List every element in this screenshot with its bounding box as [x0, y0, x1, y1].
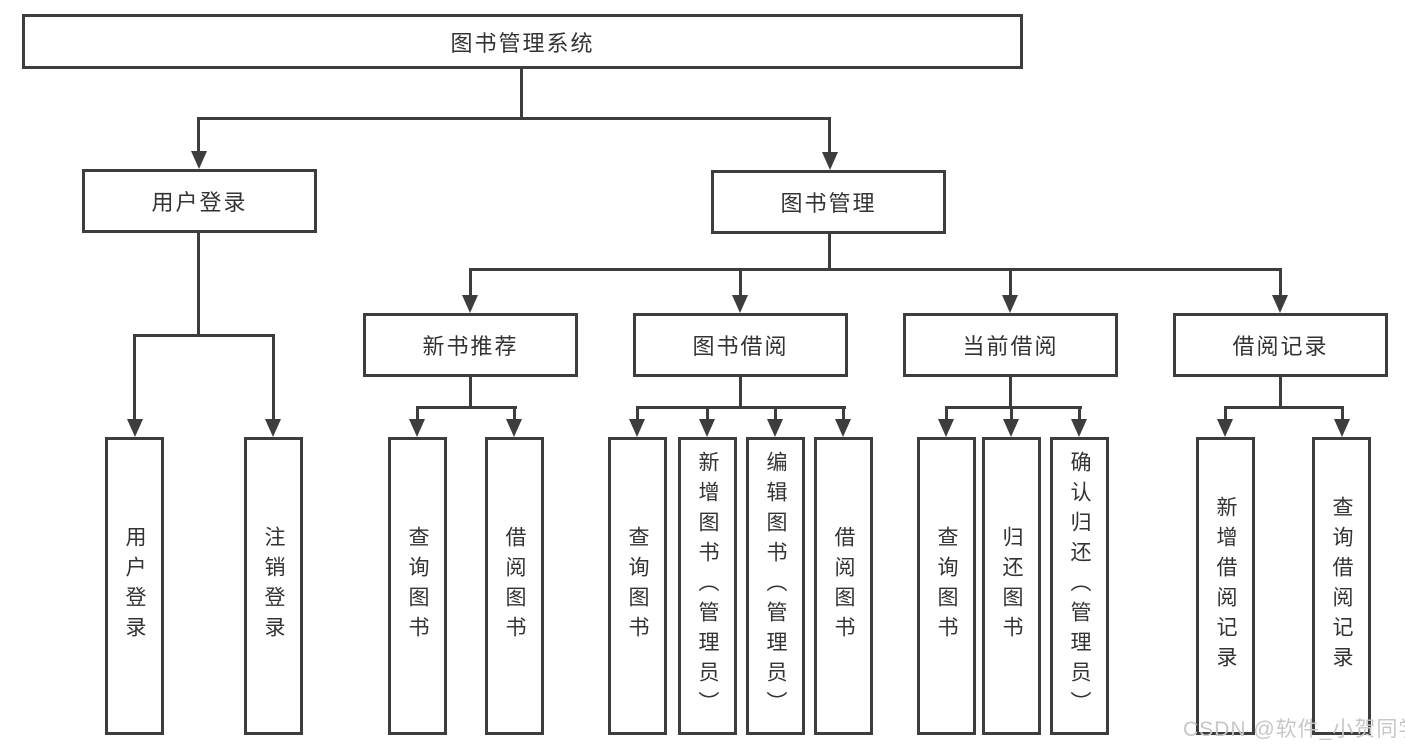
arrow-down-icon: [127, 419, 143, 437]
leaf-borrow-borrow-books: 借阅图书: [814, 437, 873, 735]
connector-line: [1009, 268, 1012, 298]
arrow-down-icon: [629, 419, 645, 437]
connector-line: [197, 231, 200, 336]
connector-line: [1010, 406, 1013, 422]
connector-line: [469, 268, 1282, 271]
connector-line: [197, 117, 200, 152]
arrow-down-icon: [191, 151, 207, 169]
connector-line: [706, 406, 709, 422]
leaf-borrow-add-books-admin: 新增图书（管理员）: [678, 437, 737, 735]
connector-line: [1009, 375, 1012, 409]
leaf-label: 查询图书: [935, 526, 958, 646]
arrow-down-icon: [462, 295, 478, 313]
leaf-current-confirm-return-admin: 确认归还（管理员）: [1050, 437, 1109, 735]
connector-line: [513, 406, 516, 422]
leaf-borrow-edit-books-admin: 编辑图书（管理员）: [746, 437, 805, 735]
connector-line: [828, 232, 831, 271]
connector-line: [1224, 406, 1227, 422]
leaf-newbook-borrow-books: 借阅图书: [485, 437, 544, 735]
connector-line: [828, 117, 831, 153]
leaf-user-login: 用户登录: [105, 437, 164, 735]
arrow-down-icon: [699, 419, 715, 437]
arrow-down-icon: [1334, 419, 1350, 437]
node-book-borrowing: 图书借阅: [633, 313, 848, 377]
csdn-watermark: CSDN @软件_小贺同学: [1183, 718, 1405, 741]
arrow-down-icon: [835, 419, 851, 437]
node-new-book-recommend: 新书推荐: [363, 313, 578, 377]
connector-line: [197, 117, 831, 120]
connector-line: [1224, 406, 1344, 409]
connector-line: [1078, 406, 1081, 422]
arrow-down-icon: [767, 419, 783, 437]
connector-line: [133, 334, 136, 421]
arrow-down-icon: [1002, 295, 1018, 313]
connector-line: [739, 268, 742, 298]
leaf-borrow-query-books: 查询图书: [608, 437, 667, 735]
connector-line: [416, 406, 419, 422]
connector-line: [1279, 268, 1282, 298]
connector-line: [133, 334, 275, 337]
leaf-newbook-query-books: 查询图书: [388, 437, 447, 735]
leaf-label: 查询借阅记录: [1330, 496, 1353, 676]
connector-line: [469, 268, 472, 298]
arrow-down-icon: [409, 419, 425, 437]
arrow-down-icon: [506, 419, 522, 437]
connector-line: [739, 375, 742, 409]
leaf-label: 新增图书（管理员）: [696, 451, 719, 721]
node-book-management: 图书管理: [711, 170, 946, 234]
arrow-down-icon: [1003, 419, 1019, 437]
arrow-down-icon: [1071, 419, 1087, 437]
leaf-label: 归还图书: [1000, 526, 1023, 646]
connector-line: [636, 406, 846, 409]
leaf-label: 注销登录: [262, 526, 285, 646]
leaf-label: 借阅图书: [503, 526, 526, 646]
leaf-current-return-books: 归还图书: [982, 437, 1041, 735]
leaf-label: 新增借阅记录: [1214, 496, 1237, 676]
leaf-record-add-borrow-record: 新增借阅记录: [1196, 437, 1255, 735]
arrow-down-icon: [1272, 295, 1288, 313]
node-borrowing-records: 借阅记录: [1173, 313, 1388, 377]
leaf-label: 编辑图书（管理员）: [764, 451, 787, 721]
node-library-management-system: 图书管理系统: [22, 14, 1023, 69]
connector-line: [945, 406, 1082, 409]
leaf-label: 借阅图书: [832, 526, 855, 646]
leaf-current-query-books: 查询图书: [917, 437, 976, 735]
leaf-logout: 注销登录: [244, 437, 303, 735]
leaf-label: 确认归还（管理员）: [1068, 451, 1091, 721]
connector-line: [945, 406, 948, 422]
leaf-label: 查询图书: [406, 526, 429, 646]
arrow-down-icon: [732, 295, 748, 313]
node-current-borrowing: 当前借阅: [903, 313, 1118, 377]
arrow-down-icon: [1217, 419, 1233, 437]
arrow-down-icon: [822, 152, 838, 170]
connector-line: [520, 67, 523, 119]
connector-line: [774, 406, 777, 422]
connector-line: [469, 375, 472, 409]
leaf-record-query-borrow-record: 查询借阅记录: [1312, 437, 1371, 735]
leaf-label: 用户登录: [123, 526, 146, 646]
connector-line: [1279, 375, 1282, 409]
node-user-login: 用户登录: [82, 169, 317, 233]
connector-line: [636, 406, 639, 422]
connector-line: [416, 406, 517, 409]
connector-line: [272, 334, 275, 421]
arrow-down-icon: [938, 419, 954, 437]
connector-line: [842, 406, 845, 422]
leaf-label: 查询图书: [626, 526, 649, 646]
arrow-down-icon: [265, 419, 281, 437]
connector-line: [1341, 406, 1344, 422]
